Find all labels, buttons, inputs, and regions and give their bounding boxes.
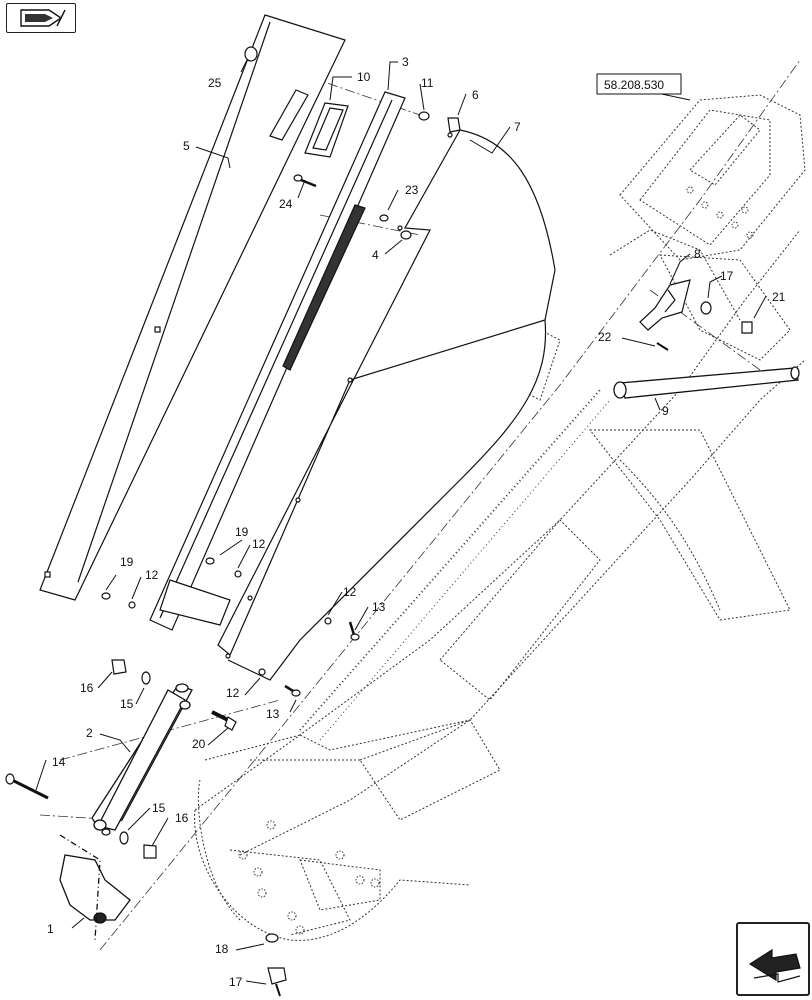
label-19-left: 19 [120,555,134,569]
label-12-bottom: 12 [226,686,240,700]
reference-label: 58.208.530 [604,78,664,92]
part-5-guard [39,14,346,601]
next-page-arrow-icon [748,948,801,983]
label-16-bottom: 16 [175,811,189,825]
label-11: 11 [421,76,434,90]
book-arrow-icon [20,9,66,27]
part-7-side-panel [217,129,556,681]
book-arrow-icon-button[interactable] [6,3,76,33]
label-17-top: 17 [720,269,734,283]
label-16-top: 16 [80,681,94,695]
label-15-bottom: 15 [152,801,166,815]
label-12-right: 12 [343,585,357,599]
label-2: 2 [86,726,93,740]
label-25: 25 [208,76,222,90]
label-10: 10 [357,70,371,84]
label-13-right: 13 [372,600,386,614]
label-24: 24 [279,197,293,211]
reference-box[interactable]: 58.208.530 [596,73,682,95]
next-page-arrow-icon-button[interactable] [736,922,810,996]
part-8-clamp [639,279,691,331]
label-1: 1 [47,922,54,936]
frame-bolt-holes [238,186,754,935]
label-4: 4 [372,248,379,262]
part-3-frame-bar [149,91,406,631]
leader-lines [35,59,767,985]
part-10-plate [304,102,349,158]
label-13-bottom: 13 [266,707,280,721]
label-15-top: 15 [120,697,134,711]
label-12-left: 12 [145,568,159,582]
part-labels: 25 10 3 5 11 6 7 24 23 4 8 17 21 22 9 19… [47,55,786,989]
label-17-bottom: 17 [229,975,243,989]
label-3: 3 [402,55,409,69]
part-2-support-arm [91,683,193,836]
label-5: 5 [183,139,190,153]
label-12-mid: 12 [252,537,266,551]
label-7: 7 [514,120,521,134]
label-14: 14 [52,755,66,769]
label-8: 8 [694,247,701,261]
part-9-tube [613,366,800,399]
label-20: 20 [192,737,206,751]
machine-frame-outline [194,94,806,941]
label-21: 21 [772,290,786,304]
label-22: 22 [598,330,612,344]
label-6: 6 [472,88,479,102]
label-19-mid: 19 [235,525,249,539]
label-23: 23 [405,183,419,197]
label-9: 9 [662,404,669,418]
label-18: 18 [215,942,229,956]
part-1-bracket [59,834,131,941]
hardware-items [5,46,753,997]
